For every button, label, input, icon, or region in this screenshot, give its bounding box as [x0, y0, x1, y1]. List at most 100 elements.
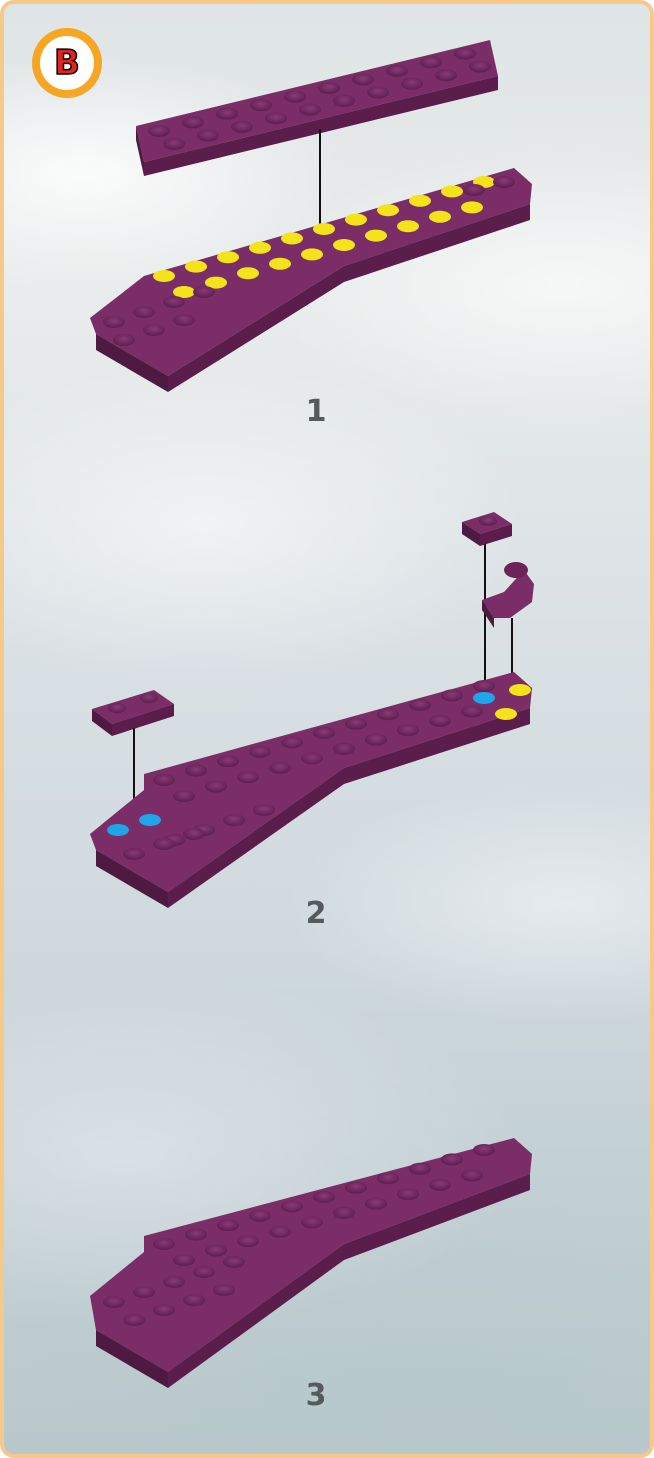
build-illustrations [4, 4, 650, 1454]
stud [435, 69, 457, 81]
stud [216, 108, 238, 120]
stud [333, 239, 355, 251]
stud [231, 121, 253, 133]
blue-stud-marker [473, 692, 495, 704]
stud [420, 56, 442, 68]
stud [401, 78, 423, 90]
stud [454, 48, 476, 60]
stud [113, 334, 135, 346]
stud [249, 746, 271, 758]
stud [213, 1284, 235, 1296]
stud [345, 214, 367, 226]
stud [217, 755, 239, 767]
stud [441, 1153, 463, 1165]
stud [153, 1304, 175, 1316]
stud [281, 232, 303, 244]
step-1-illustration [90, 40, 532, 392]
stud [237, 1235, 259, 1247]
stud [493, 176, 515, 188]
stud [185, 765, 207, 777]
stud [397, 220, 419, 232]
stud [265, 112, 287, 124]
stud [148, 125, 170, 137]
stud [269, 762, 291, 774]
stud [223, 814, 245, 826]
stud [133, 1286, 155, 1298]
stud [409, 699, 431, 711]
stud [183, 1294, 205, 1306]
stud [185, 261, 207, 273]
stud [313, 223, 335, 235]
stud [345, 718, 367, 730]
step-2-illustration [90, 512, 534, 908]
stud [333, 95, 355, 107]
stud [237, 771, 259, 783]
stud [345, 1182, 367, 1194]
stud [333, 743, 355, 755]
stud [301, 1216, 323, 1228]
stud [397, 724, 419, 736]
stud [429, 1179, 451, 1191]
stud [386, 65, 408, 77]
yellow-stud-marker [495, 708, 517, 720]
stud [313, 727, 335, 739]
stud [473, 680, 495, 692]
step-number-2: 2 [286, 896, 346, 931]
stud [377, 708, 399, 720]
stud [284, 91, 306, 103]
stud [249, 1210, 271, 1222]
stud [429, 715, 451, 727]
stud [249, 242, 271, 254]
stud [163, 138, 185, 150]
stud [461, 1169, 483, 1181]
stud [463, 184, 485, 196]
stud [133, 306, 155, 318]
stud [253, 804, 275, 816]
stud [123, 1314, 145, 1326]
stud [397, 1188, 419, 1200]
stud [461, 201, 483, 213]
stud [473, 1144, 495, 1156]
stud [153, 270, 175, 282]
stud [103, 1296, 125, 1308]
stud [299, 104, 321, 116]
stud [205, 781, 227, 793]
stud [301, 752, 323, 764]
stud [163, 296, 185, 308]
stud [173, 790, 195, 802]
clip-piece [482, 562, 534, 628]
stud [237, 267, 259, 279]
stud [103, 316, 125, 328]
step-3-illustration [90, 1138, 532, 1388]
stud [173, 314, 195, 326]
stud [193, 286, 215, 298]
stud [197, 129, 219, 141]
step-number-1: 1 [286, 394, 346, 429]
stud [365, 1198, 387, 1210]
step-number-3: 3 [286, 1378, 346, 1413]
stud [409, 1163, 431, 1175]
stud [163, 1276, 185, 1288]
stud [377, 1172, 399, 1184]
stud [185, 1229, 207, 1241]
stud [352, 73, 374, 85]
stud [429, 211, 451, 223]
stud [318, 82, 340, 94]
stud [269, 1226, 291, 1238]
stud [365, 230, 387, 242]
stud [143, 324, 165, 336]
stud [365, 734, 387, 746]
stud [183, 828, 205, 840]
stud [367, 86, 389, 98]
stud [441, 185, 463, 197]
stud [217, 1219, 239, 1231]
stud [223, 1256, 245, 1268]
stud [153, 774, 175, 786]
stud [377, 204, 399, 216]
blue-stud-marker [139, 814, 161, 826]
stud [193, 1266, 215, 1278]
stud [182, 116, 204, 128]
stud [469, 61, 491, 73]
blue-stud-marker [107, 824, 129, 836]
